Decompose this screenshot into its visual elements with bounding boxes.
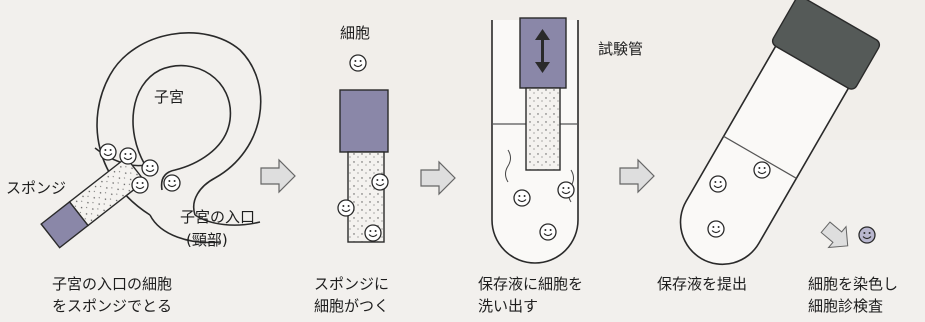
cell-icon [131,176,149,194]
cell-icon [119,147,137,165]
cell-icon [349,54,367,72]
uterus-illustration [94,32,262,244]
cell-icon [753,161,771,179]
step2-caption-line1: スポンジに [314,275,389,293]
step4-caption: 保存液を提出 [657,275,747,293]
cell-icon [163,174,181,192]
stained-cell-icon [858,226,876,244]
sponge-on-stick [40,156,146,249]
step3-caption-line2: 洗い出す [478,297,538,315]
cell-label: 細胞 [340,24,370,42]
sponge-label: スポンジ [6,179,66,197]
cell-icon [364,224,382,242]
step-arrow [420,161,456,195]
step1-caption-line1: 子宮の入口の細胞 [52,275,172,293]
cell-icon [337,199,355,217]
step5-caption-line2: 細胞診検査 [808,297,883,315]
uterus-label: 子宮 [154,88,184,106]
motion-line [505,149,511,183]
sponge-in-tube [519,17,567,171]
step-arrow [619,159,655,193]
cell-icon [141,159,159,177]
cell-icon [539,223,557,241]
step3-caption-line1: 保存液に細胞を [478,275,583,293]
step-arrow [260,159,296,193]
cell-icon [557,181,575,199]
capped-specimen-tube [679,0,881,266]
step5-caption-line1: 細胞を染色し [808,275,898,293]
cell-icon [709,175,727,193]
sponge-with-cells [339,89,389,243]
cell-icon [99,143,117,161]
up-down-arrow-icon [535,29,550,73]
cervix-label: 子宮の入口 [180,208,255,226]
cell-icon [371,173,389,191]
cell-icon [513,189,531,207]
test-tube-label: 試験管 [598,40,643,58]
step1-caption-line2: をスポンジでとる [52,297,172,315]
step-arrow [820,221,849,249]
cell-icon [707,220,725,238]
cervix-sub-label: (頸部) [186,231,228,249]
step2-caption-line2: 細胞がつく [314,297,389,315]
